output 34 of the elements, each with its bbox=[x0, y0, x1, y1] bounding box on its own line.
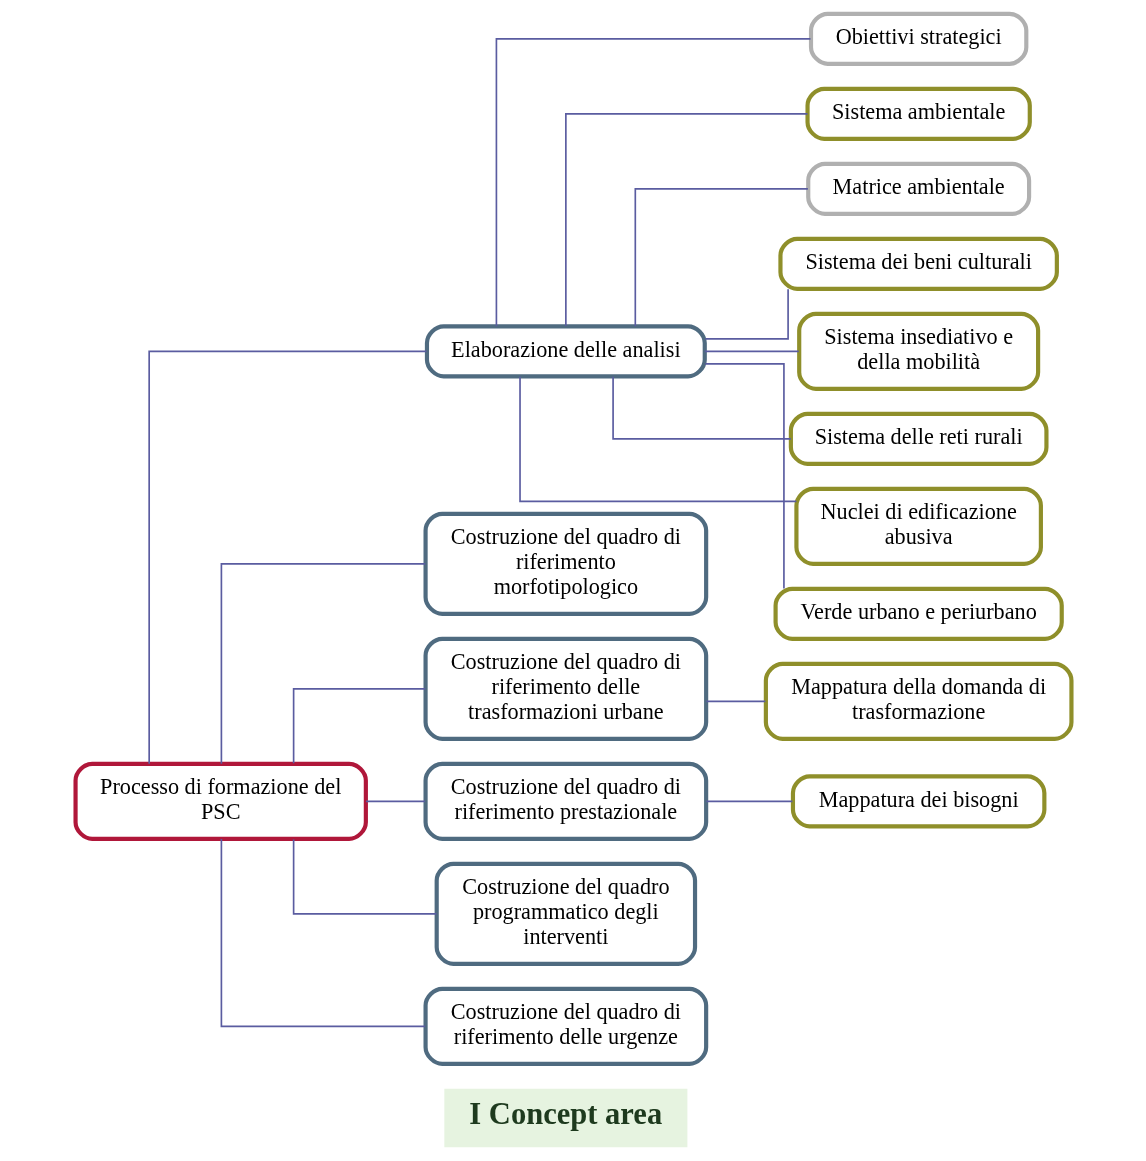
connector bbox=[633, 187, 809, 328]
node-box: Sistema ambientale bbox=[804, 86, 1032, 141]
node-box: Costruzione del quadro di riferimento prestazionale bbox=[423, 761, 708, 841]
connector bbox=[495, 37, 811, 328]
node-box: Sistema insediativo e della mobilità bbox=[796, 311, 1040, 391]
node-box: Obiettivi strategici bbox=[808, 11, 1028, 66]
connector bbox=[147, 350, 427, 765]
connector bbox=[220, 838, 426, 1028]
connector bbox=[220, 563, 426, 765]
connector bbox=[292, 838, 437, 915]
node-box: Nuclei di edificazione abusiva bbox=[793, 486, 1043, 566]
node-box: Elaborazione delle analisi bbox=[424, 324, 707, 379]
connector bbox=[564, 112, 808, 327]
node-box: Sistema delle reti rurali bbox=[788, 411, 1049, 466]
connector bbox=[703, 350, 800, 353]
node-box: Costruzione del quadro programmatico degli interventi bbox=[434, 861, 697, 966]
connector bbox=[704, 288, 789, 340]
node-box: Costruzione del quadro di riferimento delle urgenze bbox=[423, 986, 708, 1066]
node-box: Costruzione del quadro di riferimento delle trasformazioni urbane bbox=[423, 636, 708, 741]
connector bbox=[292, 688, 426, 765]
node-box: Mappatura della domanda di trasformazione bbox=[763, 661, 1074, 741]
node-box: Processo di formazione del PSC bbox=[72, 761, 368, 841]
connector bbox=[703, 363, 785, 590]
connector bbox=[611, 375, 792, 440]
connector bbox=[364, 800, 426, 803]
node-box: Costruzione del quadro di riferimento morfotipologico bbox=[423, 511, 708, 616]
node-box: Mappatura dei bisogni bbox=[790, 774, 1046, 829]
node-box: Matrice ambientale bbox=[805, 161, 1031, 216]
node-box: Verde urbano e periurbano bbox=[773, 586, 1064, 641]
connector bbox=[704, 700, 766, 703]
connector bbox=[518, 375, 797, 503]
label: I Concept area bbox=[468, 1097, 662, 1132]
connector bbox=[704, 800, 793, 803]
node-box: Sistema dei beni culturali bbox=[777, 236, 1059, 291]
